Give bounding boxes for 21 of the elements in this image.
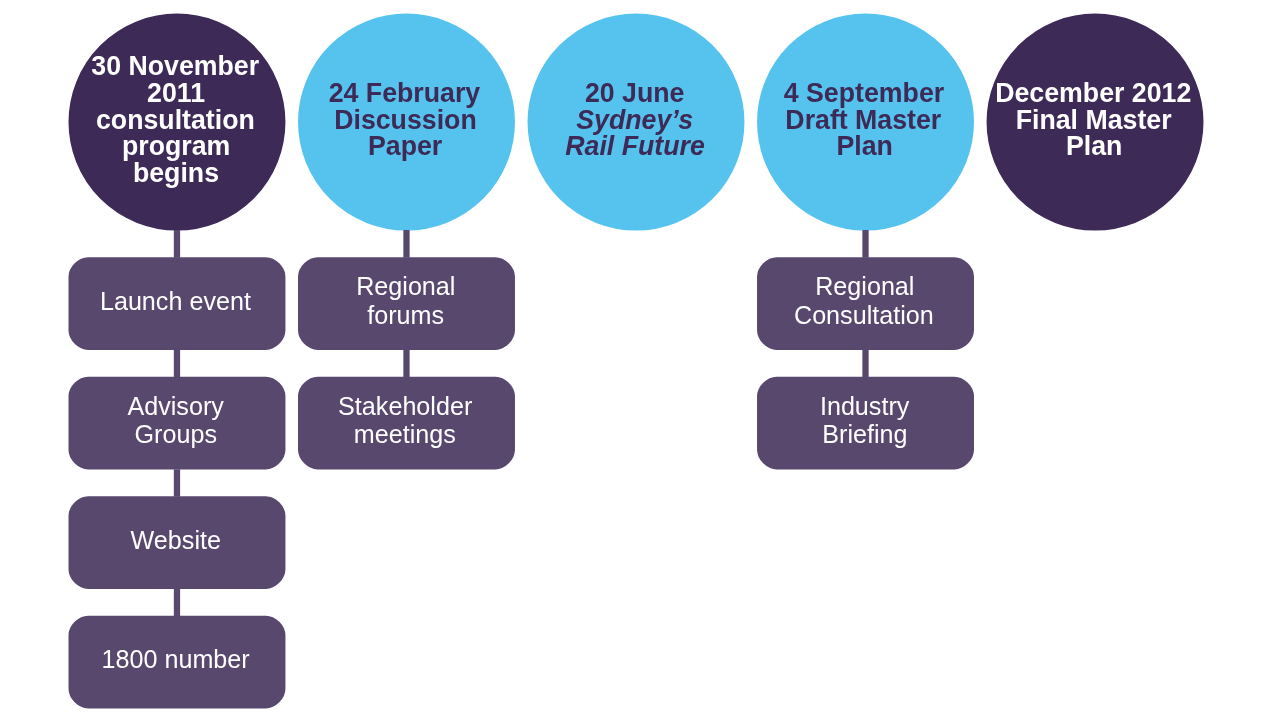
- connector: [173, 469, 181, 497]
- connector: [403, 230, 410, 258]
- node-circle: December 2012 Final Master Plan: [986, 13, 1204, 231]
- node-box: Regional forums: [298, 257, 515, 350]
- connector: [403, 349, 410, 378]
- connector: [173, 588, 181, 617]
- node-box: Regional Consultation: [757, 257, 974, 350]
- node-box: Advisory Groups: [68, 376, 286, 470]
- connector: [862, 349, 869, 378]
- node-circle: 30 November 2011 consultation program begins: [68, 13, 286, 231]
- node-circle: 24 February Discussion Paper: [298, 13, 515, 231]
- connector: [173, 349, 181, 378]
- node-box: Stakeholder meetings: [298, 376, 515, 470]
- node-box: 1800 number: [68, 615, 286, 709]
- node-box: Industry Briefing: [757, 376, 974, 470]
- node-box: Launch event: [68, 257, 286, 350]
- node-box: Website: [68, 496, 286, 589]
- node-circle: 20 June Sydney’s Rail Future: [527, 13, 745, 231]
- node-circle: 4 September Draft Master Plan: [757, 13, 974, 231]
- connector: [862, 230, 869, 258]
- connector: [173, 230, 181, 258]
